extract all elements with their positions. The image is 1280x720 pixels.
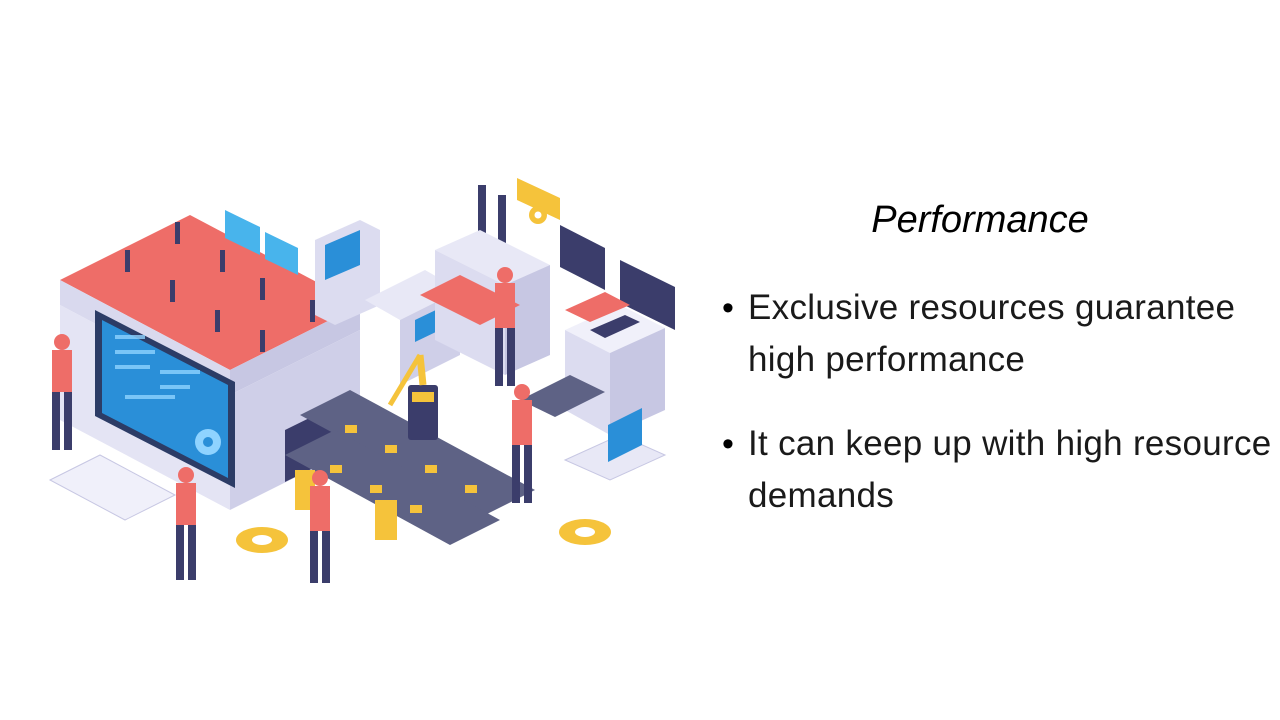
control-console-icon (315, 220, 460, 385)
worker-icon (310, 470, 330, 583)
slide-title: Performance (871, 199, 1089, 241)
bullet-list: • Exclusive resources guarantee high per… (722, 282, 1277, 554)
monitor-icon (95, 310, 235, 488)
conveyor-belt-icon (285, 375, 605, 545)
bullet-dot-icon: • (722, 289, 734, 327)
gear-icon (236, 519, 611, 553)
worker-icon (52, 334, 72, 450)
bullet-text: Exclusive resources guarantee high perfo… (748, 288, 1236, 379)
keyboard-icon (48, 454, 177, 521)
bullet-item: • It can keep up with high resource dema… (722, 418, 1277, 522)
bullet-item: • Exclusive resources guarantee high per… (722, 282, 1277, 386)
machine-icon (420, 185, 550, 375)
factory-illustration (30, 170, 680, 600)
laptop-icon (563, 408, 667, 481)
worker-icon (176, 467, 196, 580)
gear-icon (529, 206, 547, 224)
bullet-text: It can keep up with high resource demand… (748, 424, 1272, 515)
factory-illustration-svg (48, 178, 675, 583)
worker-icon (512, 384, 532, 503)
bullet-dot-icon: • (722, 425, 734, 463)
worker-icon (495, 267, 515, 386)
floating-screen-icon (225, 210, 298, 275)
printer-icon (565, 292, 665, 435)
wall-screen-icon (517, 178, 675, 330)
